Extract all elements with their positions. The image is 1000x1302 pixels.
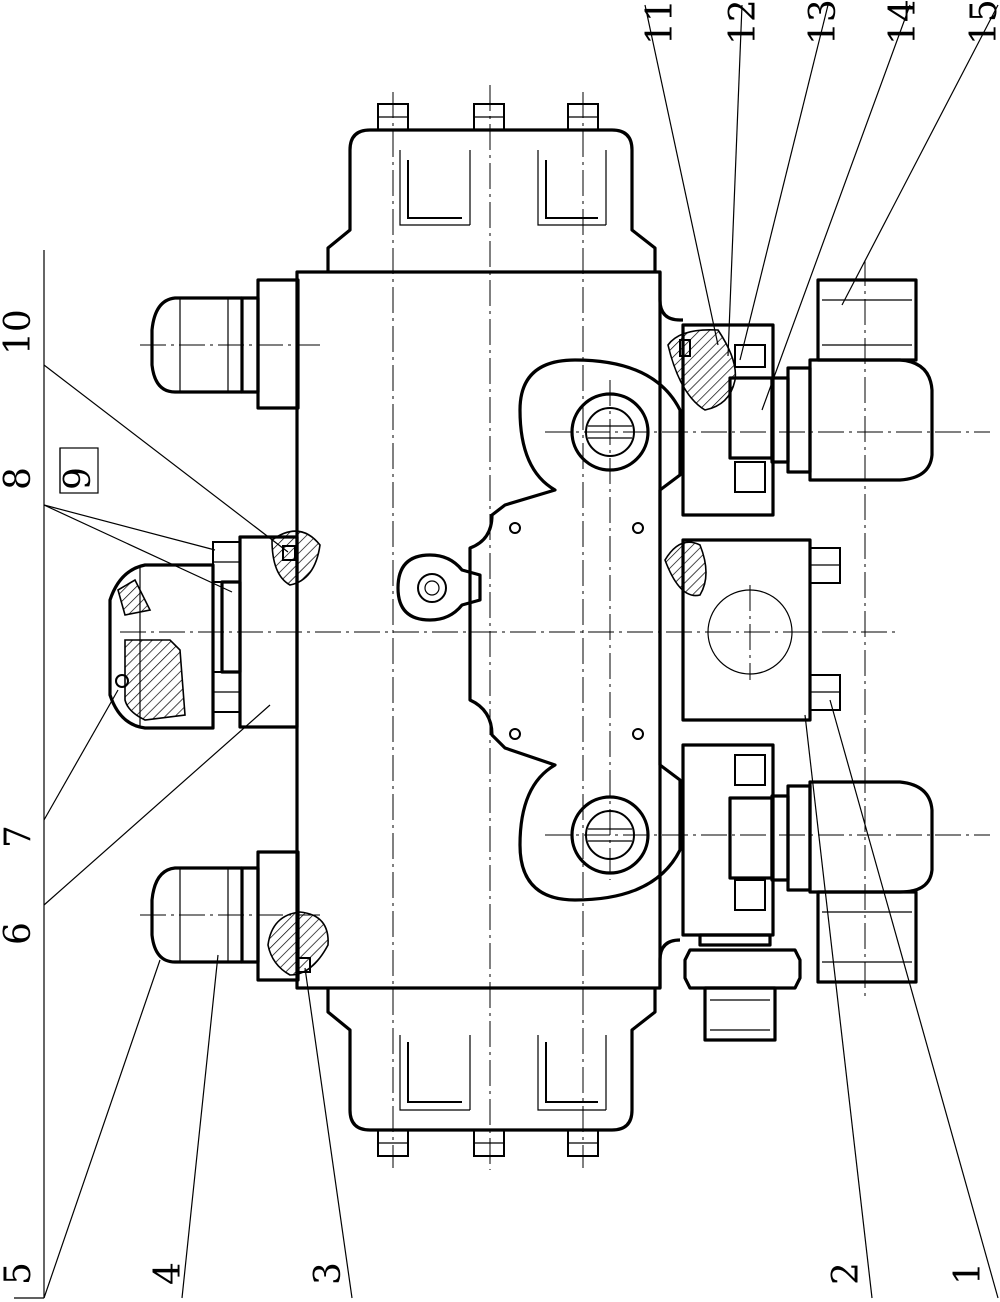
callout-14: 14 [883, 0, 924, 45]
callout-12: 12 [723, 0, 764, 45]
callout-4: 4 [148, 1262, 189, 1285]
callout-11: 11 [640, 0, 681, 45]
center-plate [396, 358, 682, 902]
callout-2: 2 [826, 1262, 867, 1285]
callout-8: 8 [0, 467, 39, 490]
callout-15: 15 [964, 0, 1000, 45]
callout-1: 1 [948, 1262, 989, 1285]
right-fittings [664, 278, 934, 1042]
callout-10: 10 [0, 309, 39, 355]
callout-3: 3 [308, 1262, 349, 1285]
leader-lines [14, 4, 999, 1299]
callout-13: 13 [803, 0, 844, 45]
center-lines [120, 85, 990, 1170]
callout-5: 5 [0, 1262, 39, 1285]
callout-9: 9 [58, 467, 99, 490]
left-fittings [108, 278, 329, 982]
callout-6: 6 [0, 922, 39, 945]
callout-7: 7 [0, 825, 39, 848]
